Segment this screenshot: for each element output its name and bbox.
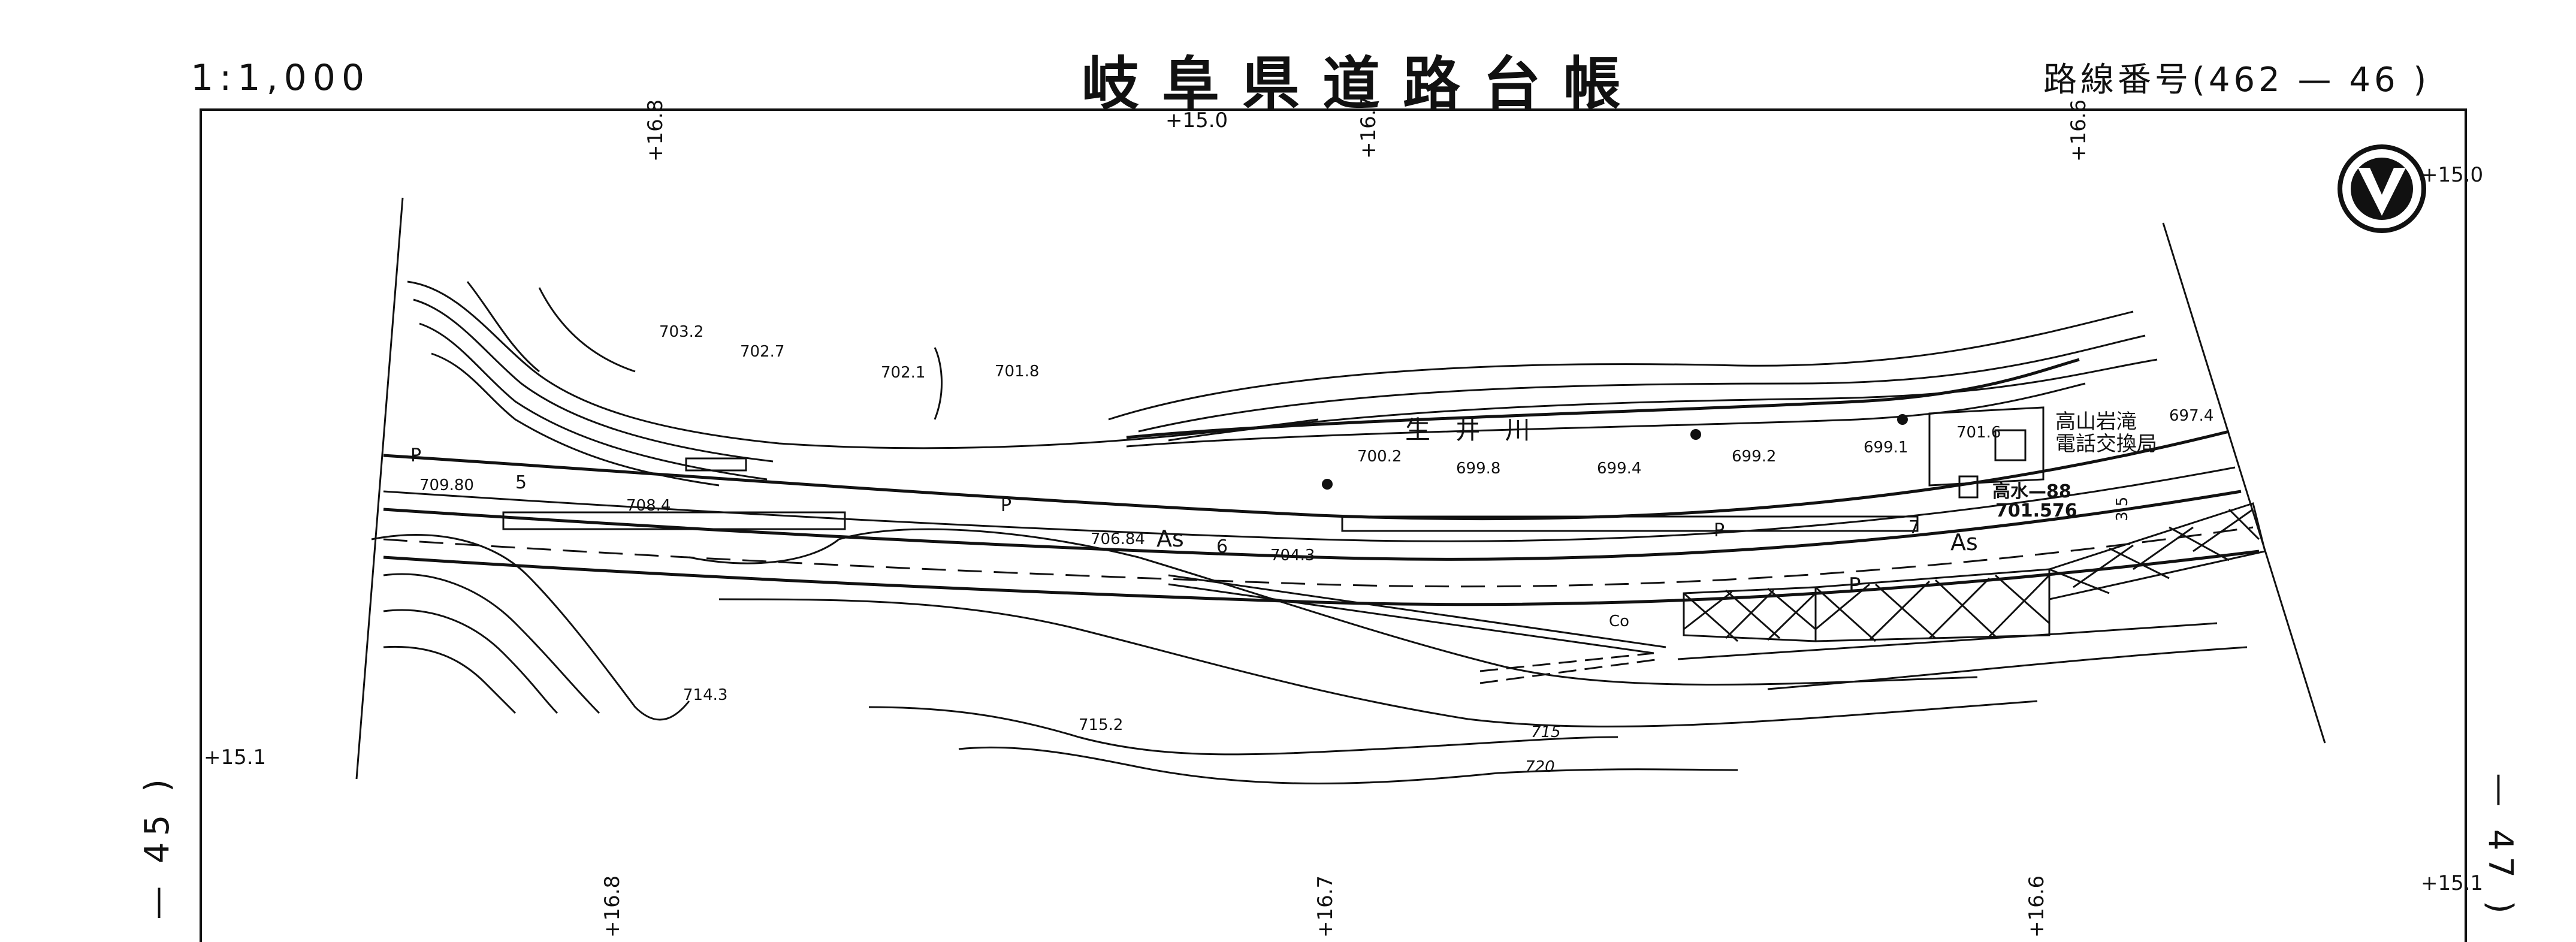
spot-height: 699.4 — [1597, 460, 1641, 478]
river-channel — [1126, 358, 2086, 448]
spot-height: 699.1 — [1864, 439, 1908, 457]
chainage-bottom-4: +15.1 — [2421, 871, 2483, 895]
spot-height: 703.2 — [659, 323, 703, 341]
chainage-top-5: +15.0 — [2421, 163, 2483, 187]
contours-lower — [371, 528, 2248, 784]
spot-height: 697.4 — [2169, 407, 2213, 425]
spot-height: 702.7 — [740, 343, 784, 361]
lane-label-1: 5 — [515, 472, 527, 493]
road-surface-label-2: As — [1950, 529, 1978, 555]
spot-height: 715.2 — [1079, 716, 1123, 734]
co-label: Co — [1609, 612, 1629, 630]
spot-height: 702.1 — [881, 364, 925, 382]
chainage-top-2: +15.0 — [1165, 108, 1228, 132]
road-alignment — [383, 430, 2260, 606]
facility-label-2: 電話交換局 — [2055, 432, 2157, 456]
north-arrow-icon — [2338, 144, 2426, 233]
benchmark-elevation: 701.576 — [1995, 500, 2077, 521]
slope-label: 3.5 — [2113, 497, 2131, 521]
contour-label: 720 — [1525, 758, 1555, 776]
road-surface-label-1: As — [1156, 526, 1184, 552]
spot-height: 709.80 — [419, 476, 474, 494]
spot-height: 714.3 — [683, 686, 727, 704]
chainage-top-1: +16.8 — [644, 99, 668, 162]
survey-boundary-right — [2162, 222, 2326, 744]
spot-height: 708.4 — [626, 497, 671, 515]
pavement-label-1: P — [410, 445, 421, 466]
facility-label-1: 高山岩滝 — [2055, 410, 2137, 434]
map-frame — [200, 108, 2467, 942]
chainage-bottom-3: +16.6 — [2025, 875, 2049, 938]
side-mark-left: +15.1 — [204, 745, 266, 769]
chainage-top-4: +16.6 — [2067, 99, 2091, 162]
sheet-ref-right: — 47 ) — [2481, 773, 2520, 920]
pavement-label-3: P — [1714, 520, 1725, 541]
telephone-exchange-building — [1928, 406, 2045, 499]
scale-label: 1:1,000 — [191, 57, 371, 99]
pavement-label-4: P — [1849, 573, 1861, 597]
retaining-wall — [502, 457, 1919, 532]
contours-upper — [407, 280, 2158, 487]
river-label: 生 井 川 — [1405, 415, 1539, 445]
ramp-lines — [1168, 574, 1666, 684]
spot-height: 701.8 — [995, 363, 1039, 381]
spot-heights: 703.2 702.7 702.1 701.8 709.80 708.4 706… — [419, 323, 2213, 734]
route-number: 路線番号(462 — 46 ) — [2043, 61, 2430, 99]
spot-height: 706.84 — [1091, 530, 1145, 548]
spot-height: 699.2 — [1732, 448, 1776, 466]
page-title: 岐阜県道路台帳 — [1082, 50, 1644, 117]
chainage-bottom-1: +16.8 — [600, 875, 624, 938]
chainage-top-3: +16.7 — [1357, 96, 1381, 159]
lane-label-2: 6 — [1216, 536, 1228, 557]
pavement-label-2: P — [1001, 495, 1011, 516]
spot-height: 700.2 — [1357, 448, 1402, 466]
spot-height: 701.6 — [1956, 424, 2001, 442]
benchmark-label: 高水—88 — [1992, 481, 2071, 502]
spot-height-markers — [1322, 414, 1908, 490]
spot-height: 704.3 — [1270, 547, 1315, 564]
spot-height: 699.8 — [1456, 460, 1500, 478]
chainage-bottom-2: +16.7 — [1313, 875, 1337, 938]
lane-label-3: 7 — [1908, 517, 1920, 538]
contour-label: 715 — [1531, 723, 1561, 741]
survey-boundary-left — [355, 197, 404, 780]
crosshatch-area — [1683, 502, 2266, 642]
